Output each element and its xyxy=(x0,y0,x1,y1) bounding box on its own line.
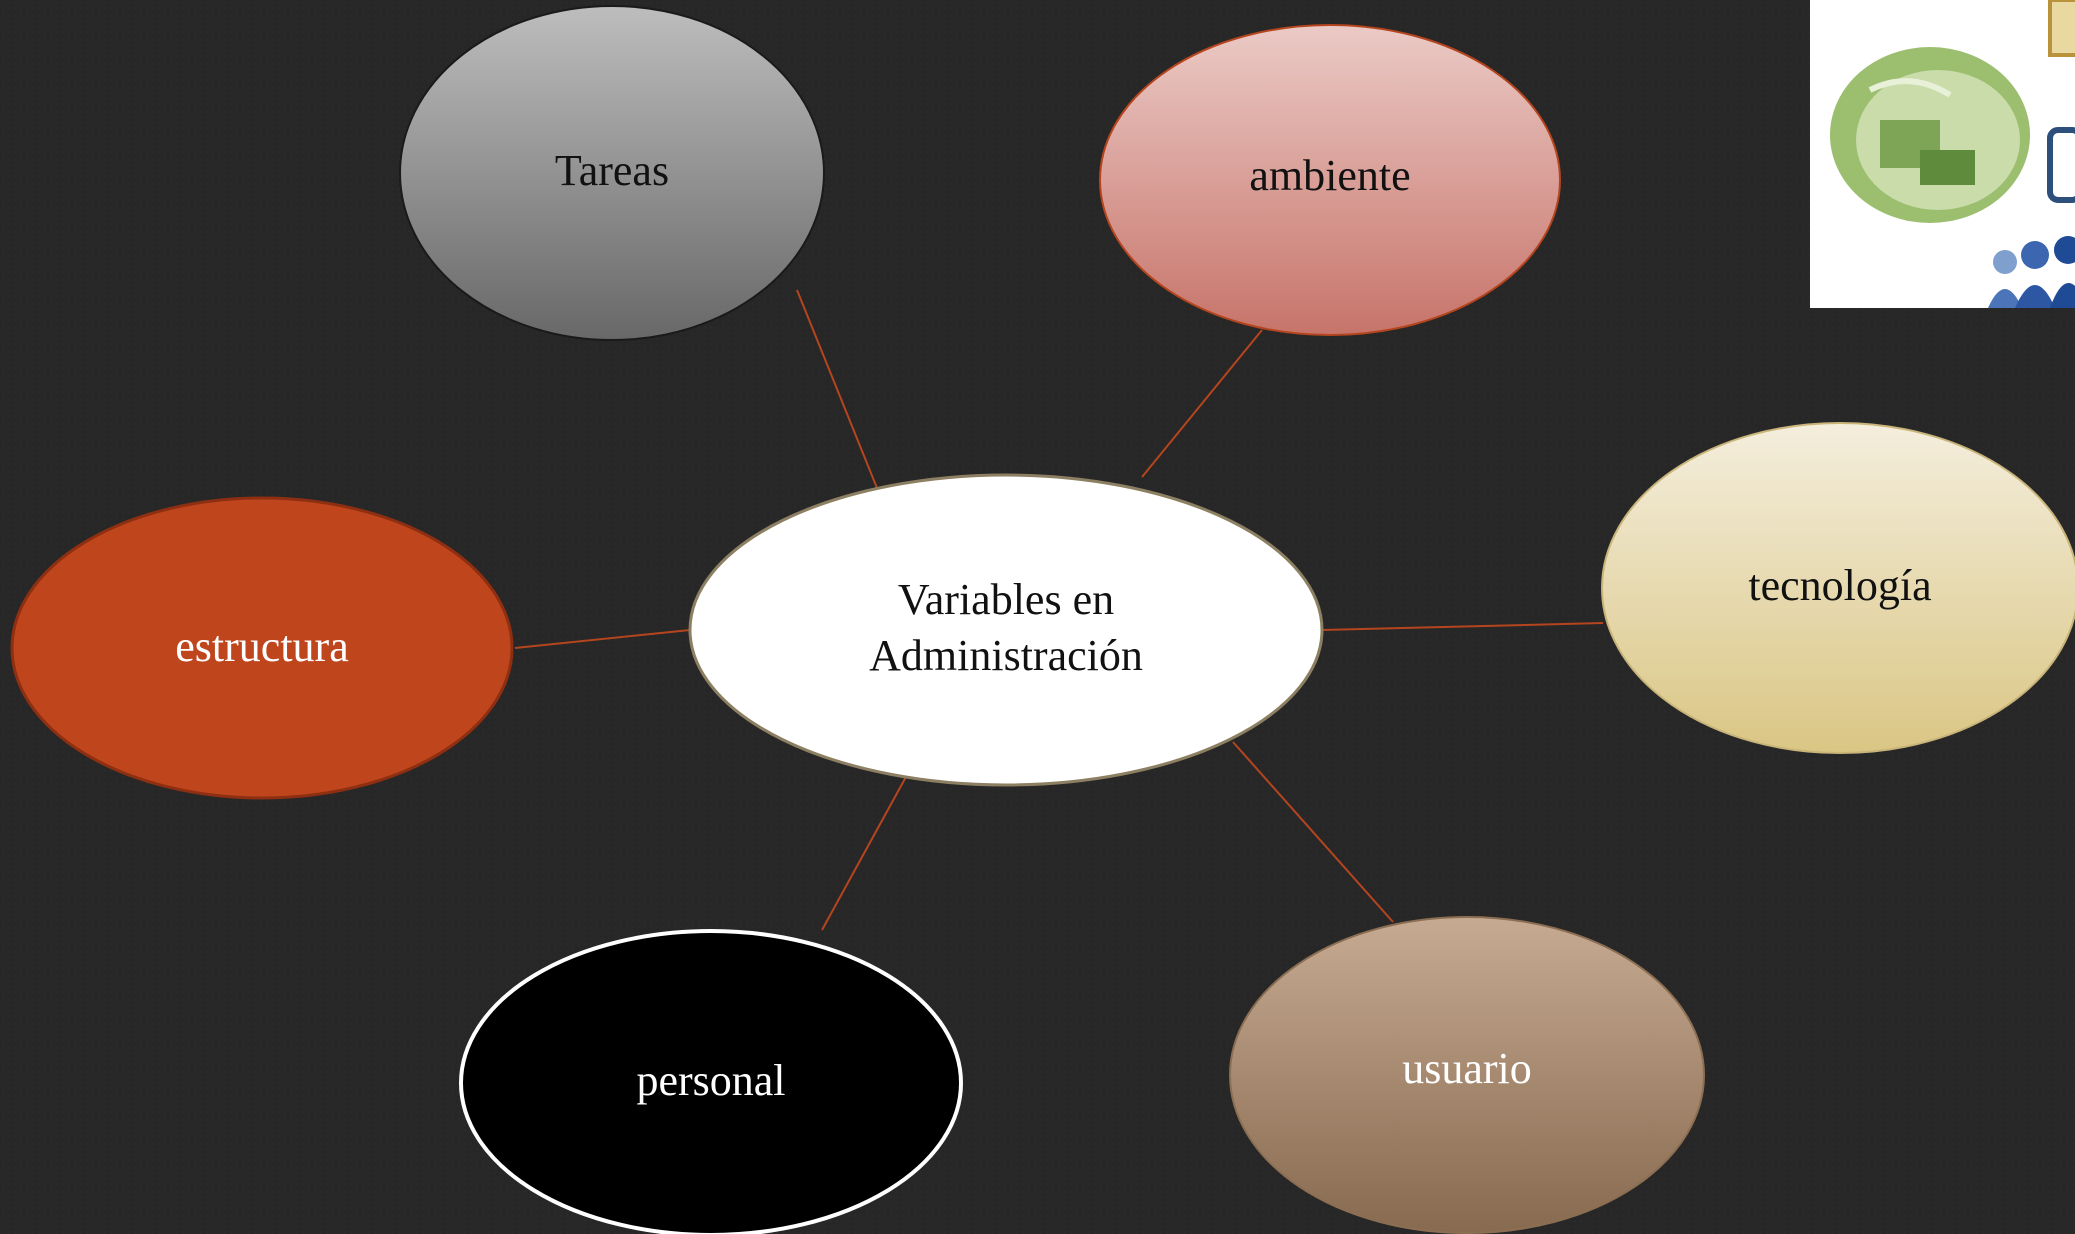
node-estructura: estructura xyxy=(10,496,514,800)
node-tecnologia: tecnología xyxy=(1601,422,2075,754)
connectors xyxy=(514,289,1604,931)
office-illustration-icon xyxy=(1810,0,2075,308)
node-usuario-label: usuario xyxy=(1402,1044,1532,1093)
connector-tareas xyxy=(796,289,878,489)
connector-ambiente xyxy=(1141,329,1263,478)
node-personal: personal xyxy=(459,929,963,1234)
node-tareas: Tareas xyxy=(399,5,825,341)
node-tecnologia-label: tecnología xyxy=(1748,561,1931,610)
node-center: Variables en Administración xyxy=(688,473,1324,787)
connector-tecnologia xyxy=(1321,622,1604,631)
center-label-line-2: Administración xyxy=(869,631,1143,680)
node-personal-label: personal xyxy=(636,1056,785,1105)
connector-estructura xyxy=(514,629,691,649)
office-illustration-image xyxy=(1810,0,2075,308)
center-label-line-1: Variables en xyxy=(898,575,1114,624)
node-ambiente: ambiente xyxy=(1099,24,1561,336)
node-ambiente-label: ambiente xyxy=(1249,151,1410,200)
connector-usuario xyxy=(1232,741,1394,923)
node-tareas-label: Tareas xyxy=(555,146,669,195)
connector-personal xyxy=(821,774,908,931)
node-usuario: usuario xyxy=(1229,916,1705,1234)
node-estructura-label: estructura xyxy=(175,622,348,671)
